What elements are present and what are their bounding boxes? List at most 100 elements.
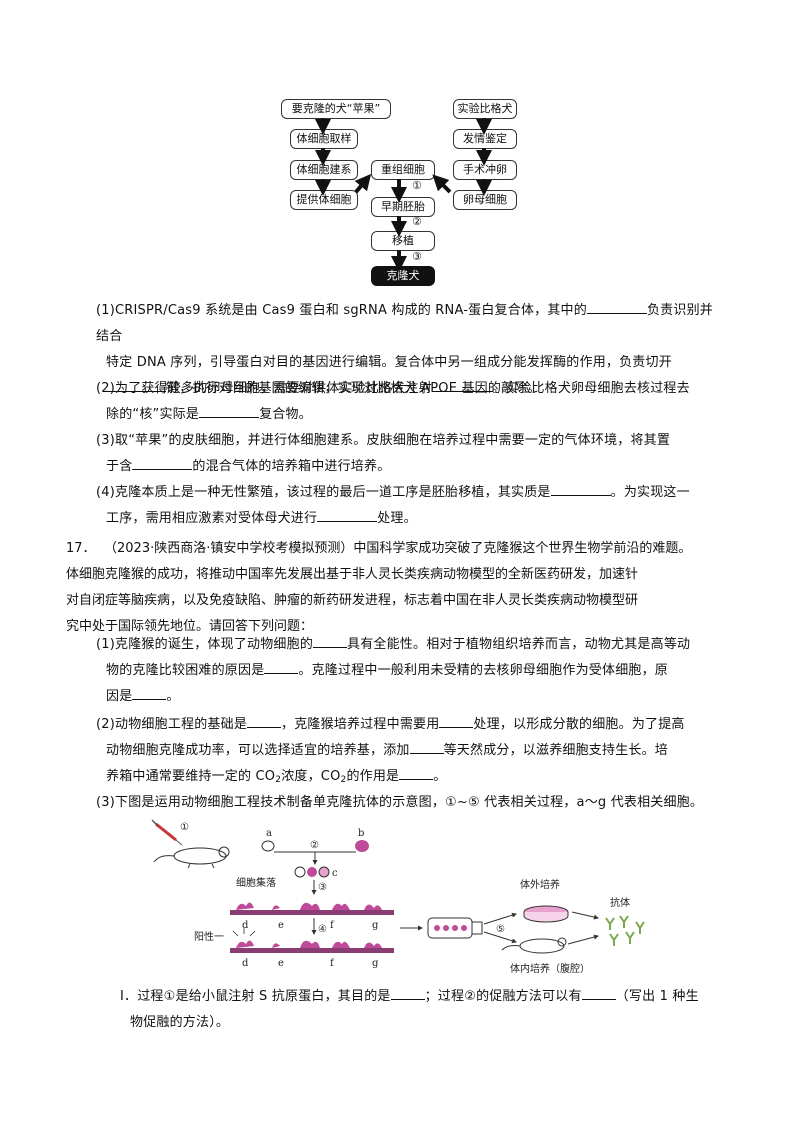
- question-number: 17．: [66, 541, 96, 556]
- q17-p1-text-c: 物的克隆比较困难的原因是: [106, 663, 265, 678]
- answer-blank[interactable]: [581, 985, 616, 1000]
- flow-step-recombinant-cell: 重组细胞: [371, 160, 435, 180]
- answer-blank[interactable]: [247, 713, 282, 728]
- answer-blank[interactable]: [264, 659, 299, 674]
- answer-blank[interactable]: [409, 739, 444, 754]
- q16-p3-text-b: 于含: [106, 459, 133, 474]
- q17-pI-text-c: （写出 1 种生: [615, 989, 699, 1004]
- answer-blank[interactable]: [431, 377, 492, 392]
- fig-label-d-2: d: [242, 958, 249, 969]
- q17-pI-text-d: 物促融的方法）。: [130, 1015, 230, 1030]
- petri-dish-icon: [523, 905, 569, 923]
- q16-part1: (1)CRISPR/Cas9 系统是由 Cas9 蛋白和 sgRNA 构成的 R…: [96, 298, 726, 402]
- q16-p4-text-d: 处理。: [377, 511, 417, 526]
- q16-part2: (2)为了获得较多的卵母细胞，需要对供体实验比格犬注射 。实验比格犬卵母细胞去核过…: [96, 376, 726, 428]
- q16-p2-text-a: (2)为了获得较多的卵母细胞，需要对供体实验比格犬注射: [96, 381, 432, 396]
- answer-blank[interactable]: [106, 377, 166, 392]
- q17-p2-text-b: ，克隆猴培养过程中需要用: [281, 717, 440, 732]
- answer-blank[interactable]: [132, 455, 193, 470]
- q16-p2-text-b: 。实验比格犬卵母细胞去核过程去: [491, 381, 690, 396]
- answer-blank[interactable]: [586, 299, 647, 314]
- culture-plate-upper: [230, 902, 394, 915]
- q17-pI-text-a: I．过程①是给小鼠注射 S 抗原蛋白，其目的是: [120, 989, 391, 1004]
- q16-p3-text-c: 的混合气体的培养箱中进行培养。: [192, 459, 391, 474]
- answer-blank[interactable]: [439, 713, 474, 728]
- culture-plate-lower: [230, 928, 394, 953]
- answer-blank[interactable]: [399, 765, 434, 780]
- q17-p1-text-b: 具有全能性。相对于植物组织培养而言，动物尤其是高等动: [347, 637, 691, 652]
- q17-p2-text-e: 等天然成分，以滋养细胞支持生长。培: [443, 743, 669, 758]
- q17-intro-d: 究中处于国际领先地位。请回答下列问题：: [66, 619, 314, 634]
- subscript-2: 2: [340, 775, 347, 785]
- q17-p2-text-k: 。: [433, 769, 447, 784]
- fig-in-vitro-label: 体外培养: [520, 878, 560, 891]
- q17-intro: （2023·陕西商洛·镇安中学校考模拟预测）中国科学家成功突破了克隆猴这个世界生…: [104, 536, 744, 562]
- answer-blank[interactable]: [313, 633, 348, 648]
- q17-p2-text-j: 的作用是: [346, 769, 400, 784]
- q17-intro-b: 体细胞克隆猴的成功，将推动中国率先发展出基于非人灵长类疾病动物模型的全新医药研发…: [66, 567, 639, 582]
- answer-blank[interactable]: [550, 481, 611, 496]
- answer-blank[interactable]: [132, 685, 167, 700]
- multiwell-plate-icon: [427, 917, 483, 939]
- fig-label-e: e: [278, 920, 284, 931]
- flow-step-label-3: ③: [412, 250, 422, 263]
- fig-label-g-2: g: [372, 958, 379, 969]
- flow-step-label-1: ①: [412, 179, 422, 192]
- mouse-icon-in-vivo: [501, 937, 567, 954]
- q16-p1-text-d: 键，执行对目的基因的编辑，实现对比格犬 APOE 基因的敲除。: [166, 381, 541, 396]
- q16-part3: (3)取“苹果”的皮肤细胞，并进行体细胞建系。皮肤细胞在培养过程中需要一定的气体…: [96, 428, 726, 480]
- q17-p2-text-c: 处理，以形成分散的细胞。为了提高: [473, 717, 685, 732]
- answer-blank[interactable]: [390, 985, 425, 1000]
- fig-antibody-label: 抗体: [610, 896, 630, 909]
- flow-step-early-embryo: 早期胚胎: [371, 197, 435, 217]
- monoclonal-antibody-figure: ① a b ② c ③ 细胞集落: [151, 819, 645, 975]
- q16-p4-text-c: 工序，需用相应激素对受体母犬进行: [106, 511, 318, 526]
- fig-colony-label: 细胞集落: [236, 876, 276, 889]
- subscript-2: 2: [275, 775, 282, 785]
- q17-part3-I: I．过程①是给小鼠注射 S 抗原蛋白，其目的是；过程②的促融方法可以有（写出 1…: [120, 984, 730, 1036]
- q16-p4-text-b: 。为实现这一: [610, 485, 690, 500]
- fig-label-f: f: [330, 920, 335, 931]
- q17-p2-text-d: 动物细胞克隆成功率，可以选择适宜的培养基，添加: [106, 743, 410, 758]
- flow-step-somatic-cell: 提供体细胞: [290, 190, 358, 210]
- fig-positive-label: 阳性一: [194, 930, 224, 943]
- flow-step-source-dog: 要克隆的犬“苹果”: [281, 99, 391, 119]
- q17-p1-text-d: 。克隆过程中一般利用未受精的去核卵母细胞作为受体细胞，原: [298, 663, 669, 678]
- fig-in-vivo-label: 体内培养（腹腔）: [510, 962, 590, 975]
- q16-p3-text-a: (3)取“苹果”的皮肤细胞，并进行体细胞建系。皮肤细胞在培养过程中需要一定的气体…: [96, 433, 671, 448]
- fig-step-1: ①: [180, 822, 189, 833]
- fig-label-b: b: [358, 828, 364, 839]
- q16-p2-text-d: 复合物。: [259, 407, 312, 422]
- q16-p4-text-a: (4)克隆本质上是一种无性繁殖，该过程的最后一道工序是胚胎移植，其实质是: [96, 485, 551, 500]
- q17-p1-text-a: (1)克隆猴的诞生，体现了动物细胞的: [96, 637, 314, 652]
- q17-p3-text: (3)下图是运用动物细胞工程技术制备单克隆抗体的示意图，①~⑤ 代表相关过程，a…: [96, 795, 704, 810]
- mouse-icon: [153, 846, 230, 869]
- syringe-icon: [151, 819, 183, 846]
- flow-step-clone-dog: 克隆犬: [371, 266, 435, 286]
- q17-p2-text-f: 养箱中通常要维持一定的 CO: [106, 769, 276, 784]
- fig-step-5: ⑤: [496, 924, 505, 935]
- fig-label-g: g: [372, 920, 379, 931]
- cell-a: [261, 840, 275, 852]
- q17-intro-c: 对自闭症等脑疾病，以及免疫缺陷、肿瘤的新药研发进程，标志着中国在非人灵长类疾病动…: [66, 593, 639, 608]
- flow-step-transfer: 移植: [371, 231, 435, 251]
- q16-p1-text-a: (1)CRISPR/Cas9 系统是由 Cas9 蛋白和 sgRNA 构成的 R…: [96, 303, 587, 318]
- answer-blank[interactable]: [199, 403, 260, 418]
- q17-part2: (2)动物细胞工程的基础是 ，克隆猴培养过程中需要用 处理，以形成分散的细胞。为了提…: [96, 712, 726, 793]
- flow-step-estrus: 发情鉴定: [453, 129, 517, 149]
- q17-p2-text-h: 浓度，CO: [281, 769, 341, 784]
- answer-blank[interactable]: [317, 507, 378, 522]
- q17-intro-a: （2023·陕西商洛·镇安中学校考模拟预测）中国科学家成功突破了克隆猴这个世界生…: [104, 541, 692, 556]
- cell-b: [355, 840, 369, 852]
- q16-p2-text-c: 除的“核”实际是: [106, 407, 200, 422]
- flowchart-arrows: [315, 118, 492, 272]
- flow-step-label-2: ②: [412, 215, 422, 228]
- q17-intro-rest: 体细胞克隆猴的成功，将推动中国率先发展出基于非人灵长类疾病动物模型的全新医药研发…: [66, 562, 736, 640]
- fused-cells-c: [294, 866, 330, 878]
- fig-step-4: ④: [318, 924, 327, 935]
- q17-p2-text-a: (2)动物细胞工程的基础是: [96, 717, 248, 732]
- fig-label-e-2: e: [278, 958, 284, 969]
- q16-part4: (4)克隆本质上是一种无性繁殖，该过程的最后一道工序是胚胎移植，其实质是 。为实现…: [96, 480, 726, 532]
- q17-p1-text-e: 因是: [106, 689, 133, 704]
